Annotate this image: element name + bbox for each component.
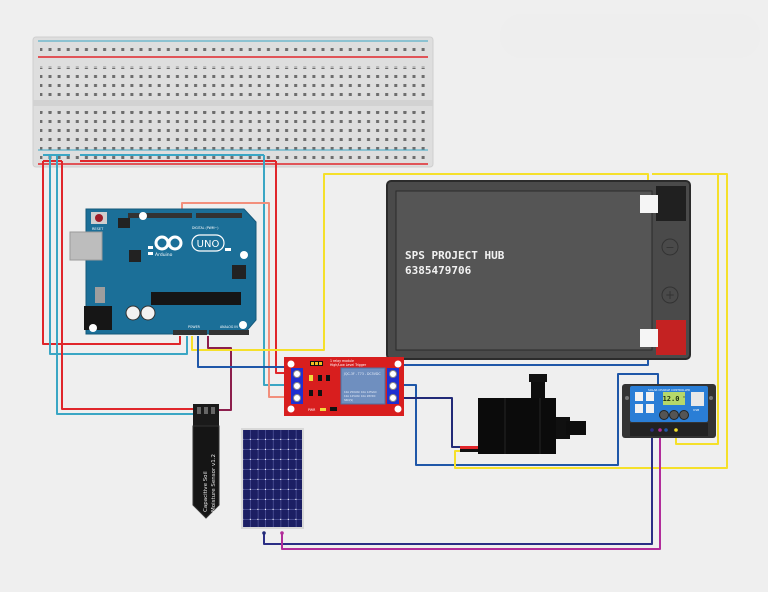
- wire-relay-signal: [181, 202, 296, 398]
- relay-title-1: 1 relay module: [330, 359, 354, 363]
- terminal-clip-positive: [640, 329, 658, 347]
- analog-header: [209, 330, 249, 335]
- battery: − + SPS PROJECT HUB 6385479706: [386, 180, 691, 360]
- arduino-brand: Arduino: [155, 252, 173, 258]
- power-header: [173, 330, 207, 335]
- arduino-model: UNO: [197, 239, 220, 250]
- arduino-logo: [154, 234, 225, 252]
- controller-display-unit: V: [683, 395, 686, 399]
- wire-pump-load: [454, 173, 728, 469]
- digital-header-1: [128, 213, 192, 218]
- usb-label: USB: [693, 408, 699, 412]
- minus-symbol: −: [665, 241, 674, 254]
- soil-moisture-sensor: Capacitive Soil Moisture Sensor v1.2: [192, 404, 220, 519]
- digital-header-2: [196, 213, 242, 218]
- wire-sensor-signal: [207, 336, 232, 411]
- watermark: [500, 14, 760, 58]
- icsp1-header: [232, 265, 246, 279]
- wire-solar-positive: [281, 430, 661, 550]
- relay-title-2: High/Low Level Trigger: [330, 363, 367, 367]
- battery-label-phone: 6385479706: [405, 264, 472, 277]
- sensor-label-1: Capacitive Soil: [203, 471, 209, 512]
- breadboard: [32, 36, 434, 168]
- controller-button-plus[interactable]: [669, 410, 679, 420]
- relay-block: [340, 367, 386, 405]
- water-pump: [478, 374, 586, 454]
- regulator: [95, 287, 105, 303]
- controller-button-menu[interactable]: [659, 410, 669, 420]
- usb-port: [69, 231, 103, 261]
- atmega16u2: [129, 250, 141, 262]
- battery-label-title: SPS PROJECT HUB: [405, 249, 505, 262]
- battery-positive-terminal: [656, 320, 686, 355]
- controller-title: SOLAR CHARGE CONTROLLER: [648, 388, 690, 392]
- icsp-header: [118, 218, 130, 228]
- solar-charge-controller: SOLAR CHARGE CONTROLLER 12.0 V USB: [622, 384, 716, 438]
- wire-solar-negative: [263, 430, 653, 545]
- power-jack: [84, 306, 112, 330]
- controller-display-value: 12.0: [663, 395, 680, 403]
- relay-module: 1 relay module High/Low Level Trigger JQ…: [284, 357, 404, 416]
- capacitor-2: [140, 305, 156, 321]
- arduino-uno: UNO Arduino RESET DIGITAL (PWM~) POWER A…: [69, 208, 257, 335]
- relay-rating-2: 10A 125VAC 10A 28VDC: [344, 394, 376, 398]
- analog-label: ANALOG IN: [220, 325, 238, 329]
- usb-ports: [691, 392, 704, 406]
- wire-relay-vcc: [275, 161, 296, 374]
- reset-label: RESET: [92, 227, 104, 231]
- wire-arduino-gnd: [49, 155, 188, 355]
- wire-arduino-vin-battery: [191, 173, 649, 351]
- controller-display: [663, 392, 685, 405]
- controller-button-set[interactable]: [679, 410, 689, 420]
- wire-relay-pump: [396, 397, 470, 448]
- relay-pwr-label: PWR: [308, 408, 316, 412]
- terminal-clip-negative: [640, 195, 658, 213]
- relay-block-text: JQC-3F - T73 - DC5VDC: [343, 372, 381, 376]
- plus-symbol: +: [665, 288, 675, 302]
- controller-terminals: [630, 423, 708, 436]
- solar-panel: [241, 428, 304, 535]
- wire-arduino-5v: [42, 161, 181, 345]
- digital-label: DIGITAL (PWM~): [192, 226, 218, 230]
- relay-rating-3: SRD(S): [344, 398, 353, 402]
- battery-negative-terminal: [656, 186, 686, 221]
- wire-relay-com-controller: [396, 373, 659, 466]
- sensor-label-2: Moisture Sensor v1.2: [211, 454, 217, 512]
- relay-rating-1: 10A 250VAC 10A 125VAC: [344, 390, 377, 394]
- capacitor-1: [125, 305, 141, 321]
- atmega328: [151, 292, 241, 305]
- power-label: POWER: [188, 325, 201, 329]
